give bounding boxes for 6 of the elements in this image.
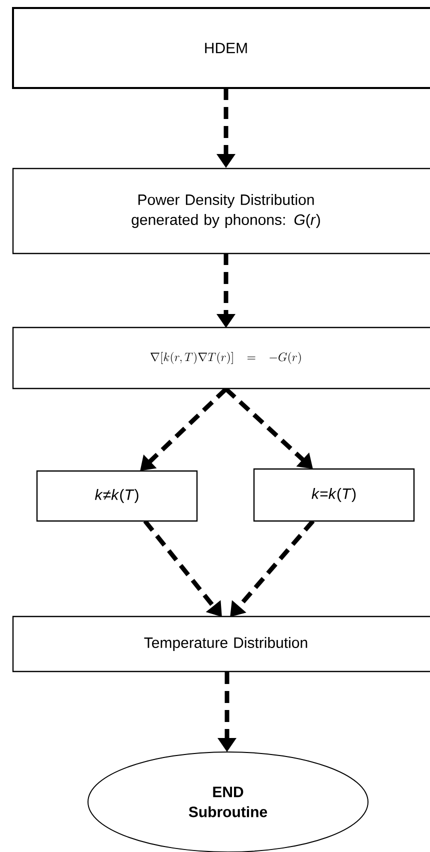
process-box: Power Density Distribution generated by phonons: G(r) bbox=[12, 168, 430, 254]
condition-box: k≠k(T) bbox=[36, 470, 198, 522]
process-box: Temperature Distribution bbox=[12, 616, 430, 672]
condition-box: k=k(T) bbox=[253, 468, 415, 522]
process-box: HDEM bbox=[12, 7, 430, 89]
equation-box: $\nabla[k(r,T)\nabla T(r)] = -G(r)$ bbox=[12, 326, 430, 390]
